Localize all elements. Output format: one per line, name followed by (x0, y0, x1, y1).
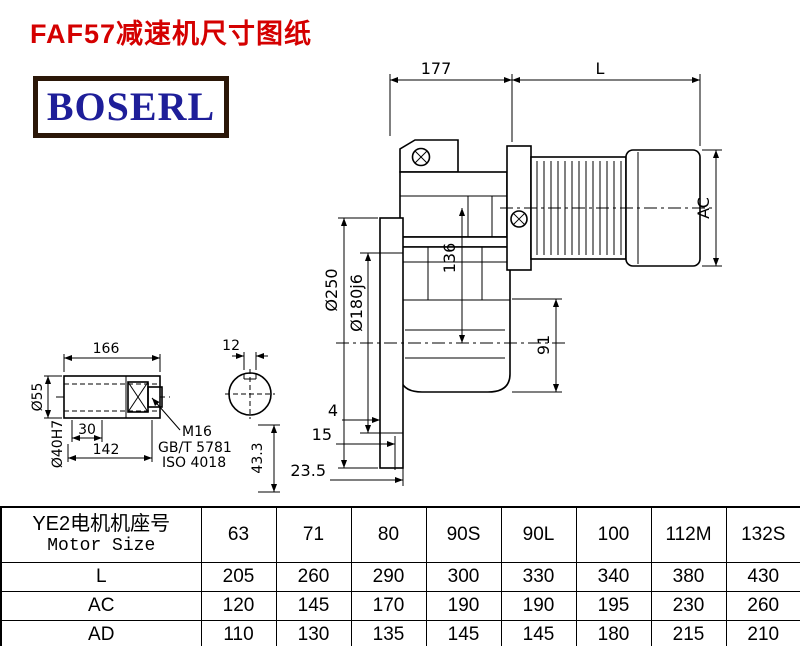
value-cell: 260 (275, 562, 352, 592)
dim-flange-od: Ø250 (322, 268, 341, 311)
value-cell: 145 (275, 591, 352, 621)
dim-43-3-group: 43.3 (250, 424, 280, 493)
size-column: 71 (275, 506, 352, 563)
table-row-AC: AC 120 145 170 190 190 195 230 260 (0, 591, 800, 621)
ac-dimension: AC (694, 149, 722, 267)
dim-30: 30 (78, 422, 96, 438)
row-label: AC (0, 591, 202, 621)
dim-bore: Ø40H7 (50, 420, 66, 468)
row-label: L (0, 562, 202, 592)
size-column: 132S (725, 506, 800, 563)
header-motor-size-cn: YE2电机机座号 (32, 513, 171, 536)
label-gb-standard: GB/T 5781 (158, 440, 232, 456)
value-cell: 330 (500, 562, 577, 592)
shaft-end-view: 12 (222, 338, 275, 419)
value-cell: 290 (350, 562, 427, 592)
dim-15: 15 (312, 425, 332, 444)
dim-4: 4 (328, 401, 338, 420)
value-cell: 300 (425, 562, 502, 592)
header-motor-size: YE2电机机座号 Motor Size (0, 506, 202, 563)
value-cell: 135 (350, 620, 427, 646)
dim-shaft-od: Ø55 (30, 383, 46, 412)
dim-91-group: 91 (512, 298, 562, 393)
dim-136-group: 136 (440, 208, 466, 343)
value-cell: 215 (650, 620, 727, 646)
size-column: 112M (650, 506, 727, 563)
dim-91: 91 (534, 335, 553, 355)
value-cell: 170 (350, 591, 427, 621)
dim-spigot-od: Ø180j6 (347, 274, 366, 332)
output-flange-plate (379, 217, 404, 486)
dim-23-5: 23.5 (290, 461, 326, 480)
page-title: FAF57减速机尺寸图纸 (30, 19, 313, 49)
table-row-AD: AD 110 130 135 145 145 180 215 210 (0, 620, 800, 646)
size-column: 80 (350, 506, 427, 563)
dim-166: 166 (93, 341, 120, 357)
value-cell: 340 (575, 562, 652, 592)
label-thread: M16 (182, 424, 212, 440)
row-label: AD (0, 620, 202, 646)
value-cell: 190 (500, 591, 577, 621)
dim-L: L (596, 59, 605, 78)
table-header-row: YE2电机机座号 Motor Size 63 71 80 90S 90L 100… (0, 506, 800, 563)
top-dimensions: 177 L (389, 59, 701, 146)
value-cell: 130 (275, 620, 352, 646)
value-cell: 260 (725, 591, 800, 621)
value-cell: 120 (200, 591, 277, 621)
flange-diameter-dimensions: Ø250 Ø180j6 (322, 217, 401, 469)
value-cell: 110 (200, 620, 277, 646)
label-iso-standard: ISO 4018 (162, 455, 226, 471)
size-column: 63 (200, 506, 277, 563)
centerlines (336, 207, 714, 344)
boserl-logo-text: BOSERL (46, 84, 216, 129)
value-cell: 205 (200, 562, 277, 592)
dim-177: 177 (421, 59, 452, 78)
value-cell: 380 (650, 562, 727, 592)
value-cell: 145 (500, 620, 577, 646)
size-column: 90S (425, 506, 502, 563)
dim-43-3: 43.3 (250, 442, 266, 473)
dim-12: 12 (222, 338, 240, 354)
table-row-L: L 205 260 290 300 330 340 380 430 (0, 562, 800, 592)
value-cell: 145 (425, 620, 502, 646)
value-cell: 195 (575, 591, 652, 621)
size-column: 100 (575, 506, 652, 563)
header-motor-size-en: Motor Size (47, 536, 156, 557)
dim-136: 136 (440, 243, 459, 274)
dim-AC: AC (694, 197, 713, 219)
value-cell: 180 (575, 620, 652, 646)
value-cell: 230 (650, 591, 727, 621)
gearbox-housing (395, 139, 513, 393)
size-column: 90L (500, 506, 577, 563)
boserl-logo: BOSERL (33, 76, 229, 138)
flange-step-dimensions: 4 15 23.5 (290, 401, 403, 484)
value-cell: 430 (725, 562, 800, 592)
value-cell: 190 (425, 591, 502, 621)
value-cell: 210 (725, 620, 800, 646)
dim-142: 142 (93, 442, 120, 458)
hollow-shaft-detail: 166 30 142 Ø55 Ø40H7 M16 GB/T 5781 ISO 4… (30, 341, 232, 471)
motor-size-table: YE2电机机座号 Motor Size 63 71 80 90S 90L 100… (0, 506, 800, 646)
technical-drawing: 177 L AC 136 91 Ø250 (30, 59, 722, 493)
